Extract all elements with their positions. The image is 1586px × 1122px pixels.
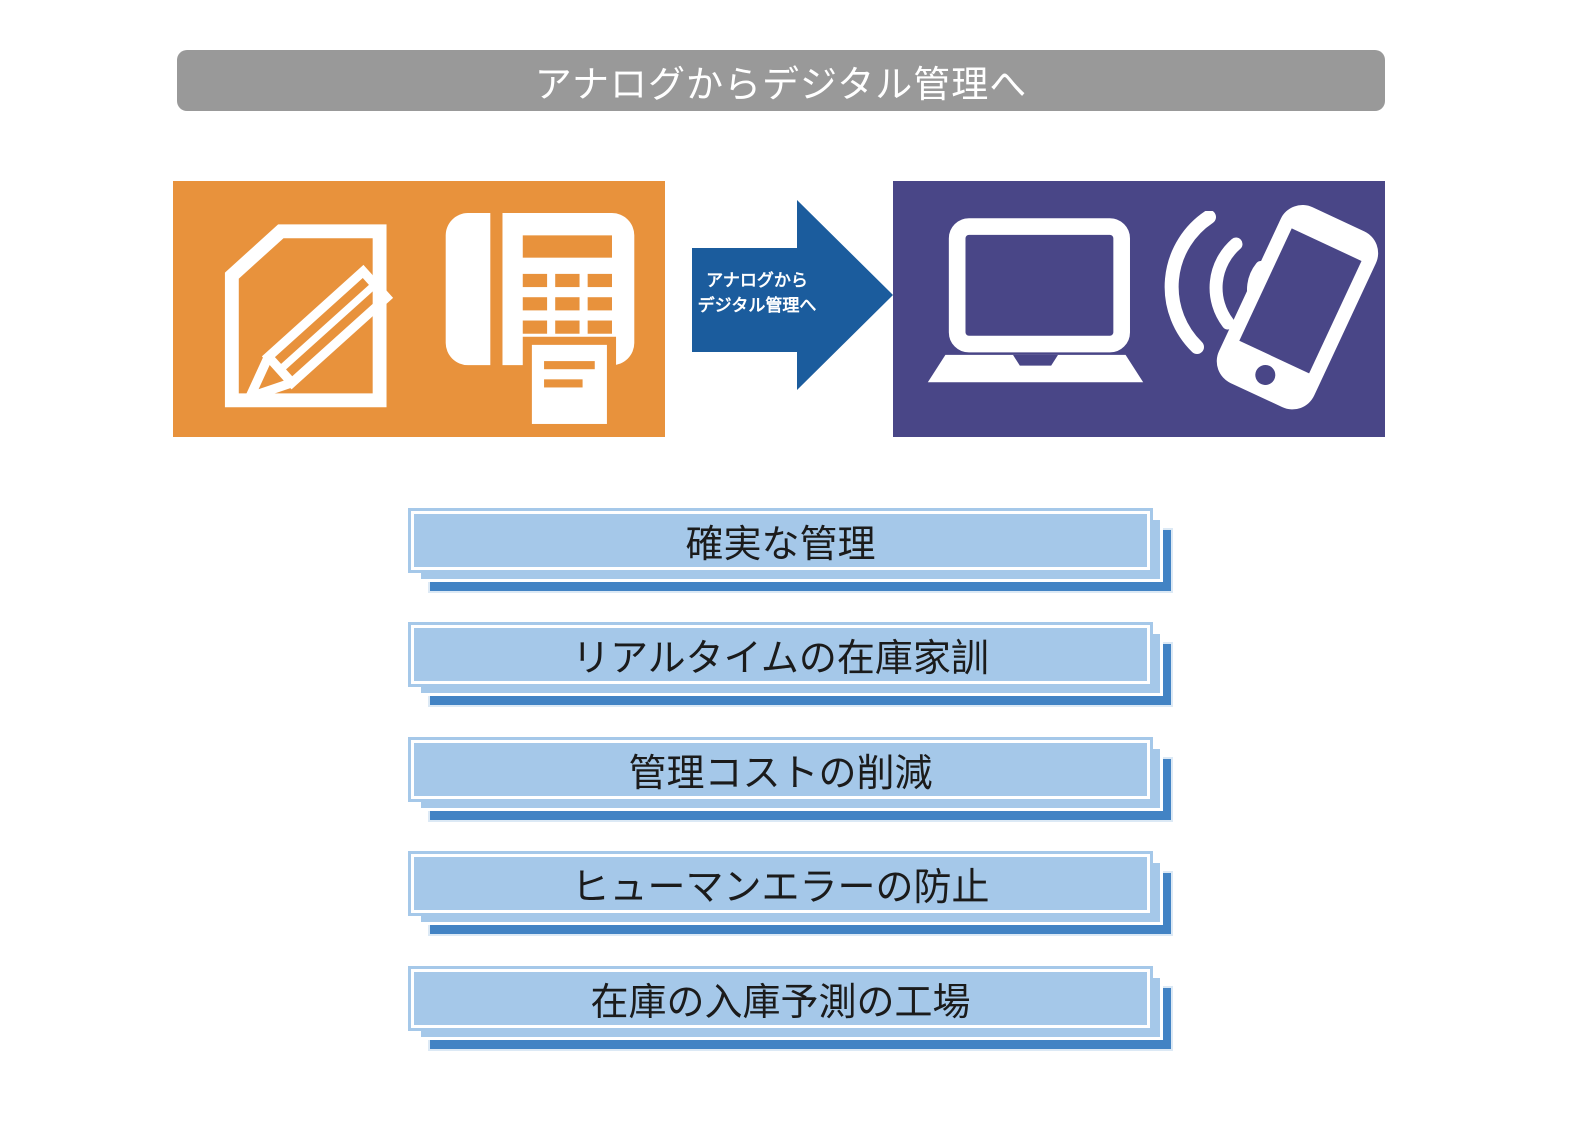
benefit-banner: 管理コストの削減 <box>408 737 1188 837</box>
document-pencil-icon <box>224 224 394 408</box>
banner-label: 在庫の入庫予測の工場 <box>408 966 1153 1031</box>
fax-icon <box>445 209 635 424</box>
page-title: アナログからデジタル管理へ <box>177 50 1385 111</box>
arrow-label: アナログから デジタル管理へ <box>679 269 835 318</box>
page-title-text: アナログからデジタル管理へ <box>534 63 1028 105</box>
smartphone-icon <box>1216 205 1379 410</box>
benefit-banner: リアルタイムの在庫家訓 <box>408 622 1188 722</box>
transition-arrow: アナログから デジタル管理へ <box>673 195 897 395</box>
arrow-label-line1: アナログから <box>706 271 808 290</box>
benefit-banner: ヒューマンエラーの防止 <box>408 851 1188 951</box>
banner-label: リアルタイムの在庫家訓 <box>408 622 1153 687</box>
benefit-banner: 確実な管理 <box>408 508 1188 608</box>
right-arrow-icon <box>692 200 893 390</box>
analog-panel <box>173 181 665 437</box>
banner-label: ヒューマンエラーの防止 <box>408 851 1153 916</box>
laptop-icon <box>927 218 1144 383</box>
banner-label: 管理コストの削減 <box>408 737 1153 802</box>
arrow-label-line2: デジタル管理へ <box>697 295 817 315</box>
benefit-banner: 在庫の入庫予測の工場 <box>408 966 1188 1066</box>
digital-panel <box>893 181 1385 437</box>
banner-label: 確実な管理 <box>408 508 1153 573</box>
